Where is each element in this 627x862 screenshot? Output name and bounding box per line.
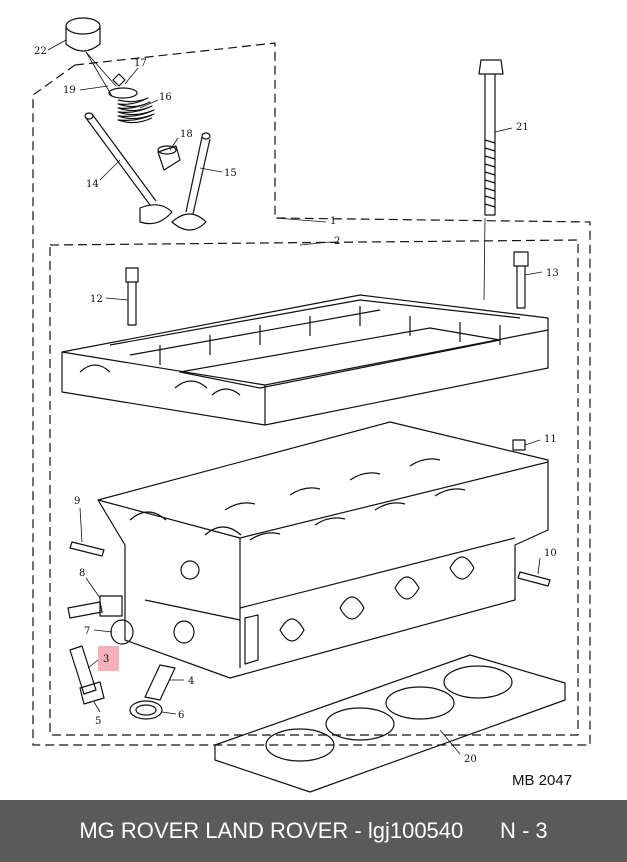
diagram-reference-code: MB 2047	[512, 772, 573, 789]
callout-6: 6	[178, 710, 184, 721]
callout-14: 14	[86, 179, 99, 190]
callout-5: 5	[95, 716, 101, 727]
stud-long	[69, 541, 105, 557]
callout-10: 10	[544, 548, 557, 559]
callout-15: 15	[224, 168, 237, 179]
caption-brand: MG ROVER LAND ROVER	[79, 818, 349, 843]
cylinder-head	[97, 421, 549, 679]
callout-13: 13	[546, 268, 559, 279]
callout-19: 19	[63, 85, 76, 96]
highlight-callout-3	[98, 646, 119, 671]
dowel	[512, 439, 526, 451]
exploded-parts-diagram: 22 17 19 16 18 14 15 21 1 2 12 13 11 9 1…	[32, 17, 591, 793]
core-plug	[110, 619, 195, 645]
tappet-bucket	[65, 17, 101, 52]
cylinder-head-gasket	[214, 654, 566, 793]
caption-separator: -	[348, 818, 368, 843]
callout-20: 20	[464, 754, 477, 765]
callout-22: 22	[34, 46, 47, 57]
leader-lines	[47, 39, 543, 755]
caption-part-number: lgj100540	[367, 818, 464, 843]
camshaft-carrier	[61, 294, 549, 426]
group-boundary-1	[32, 42, 591, 746]
callout-1: 1	[330, 216, 336, 227]
valve-collets	[112, 73, 126, 87]
valve-inlet	[84, 112, 173, 225]
valve-guide-exhaust	[144, 664, 176, 701]
spring-cap	[108, 87, 138, 99]
callout-18: 18	[180, 129, 193, 140]
valve-exhaust	[171, 132, 211, 231]
valve-guide	[69, 645, 105, 705]
valve-stem-seal	[157, 145, 181, 171]
callout-12: 12	[90, 294, 103, 305]
ladder-frame-bolt	[513, 251, 529, 309]
callout-9: 9	[74, 496, 80, 507]
group-boundary-2	[49, 239, 579, 736]
valve-spring	[117, 97, 155, 124]
callout-16: 16	[159, 92, 172, 103]
callout-7: 7	[84, 626, 90, 637]
caption-bar: MG ROVER LAND ROVER - lgj100540 N - 3	[0, 800, 627, 862]
callout-2: 2	[334, 236, 340, 247]
cylinder-head-bolt	[478, 59, 504, 216]
callout-3: 3	[103, 654, 109, 665]
callout-4: 4	[188, 676, 194, 687]
caption-position: N - 3	[499, 818, 548, 843]
callout-11: 11	[544, 434, 557, 445]
callout-labels: 22 17 19 16 18 14 15 21 1 2 12 13 11 9 1…	[34, 46, 559, 765]
temperature-sender	[67, 595, 123, 619]
callout-17: 17	[134, 58, 147, 69]
stud-short	[517, 571, 551, 587]
camshaft-carrier-bolt	[125, 267, 139, 326]
caption-gap	[463, 818, 500, 843]
caption-text: MG ROVER LAND ROVER - lgj100540 N - 3	[0, 818, 627, 844]
callout-8: 8	[79, 568, 85, 579]
callout-21: 21	[516, 122, 529, 133]
valve-seat-insert	[129, 700, 163, 720]
